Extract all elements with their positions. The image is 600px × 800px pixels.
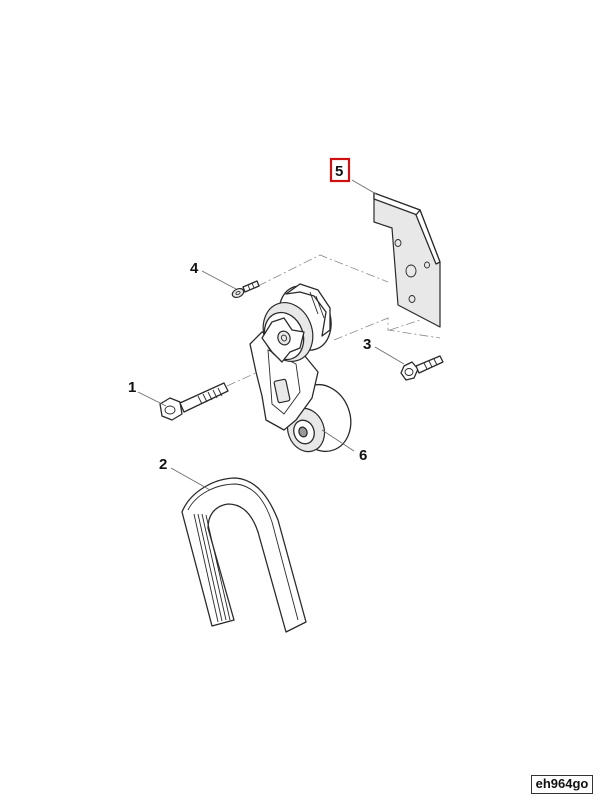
- callouts: 1 2 3 4 5 6: [128, 157, 371, 473]
- callout-5[interactable]: 5: [335, 163, 343, 180]
- callout-6[interactable]: 6: [359, 447, 367, 464]
- callout-4[interactable]: 4: [190, 260, 199, 277]
- long-bolt-part: [159, 382, 229, 421]
- callout-2[interactable]: 2: [159, 456, 167, 473]
- callout-5-highlight-box: [329, 157, 351, 183]
- callout-3[interactable]: 3: [363, 336, 371, 353]
- flange-bolt-part: [400, 355, 444, 381]
- bracket-part: [373, 192, 441, 328]
- drawing-reference-code: eh964go: [531, 775, 593, 794]
- drive-belt-part: [181, 477, 307, 633]
- belt-tensioner-part: [249, 283, 352, 453]
- small-screw-part: [231, 280, 260, 299]
- assembly-lines: [195, 254, 441, 401]
- leader-lines: [137, 179, 405, 491]
- callout-1[interactable]: 1: [128, 379, 136, 396]
